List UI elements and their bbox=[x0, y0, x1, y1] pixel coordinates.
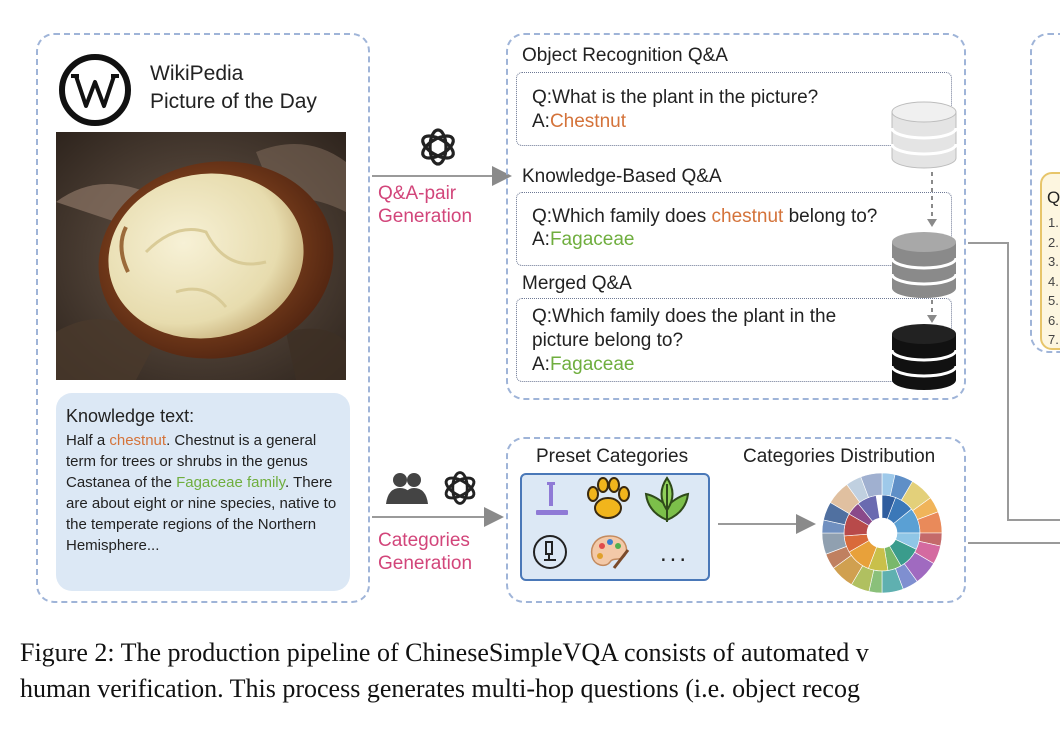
categories-generation-label-line1: Categories bbox=[378, 530, 470, 551]
knowledge-heading: Knowledge text: bbox=[66, 406, 195, 426]
merged-qa-box bbox=[516, 298, 952, 382]
database-icons bbox=[890, 101, 958, 390]
object-qa-title: Object Recognition Q&A bbox=[522, 45, 728, 66]
knowledge-text: Half a chestnut. Chestnut is a general t… bbox=[66, 432, 337, 554]
more-categories-ellipsis: ... bbox=[660, 540, 690, 567]
knowledge-highlight-chestnut: chestnut bbox=[109, 432, 167, 449]
wiki-title-line1: WikiPedia bbox=[150, 62, 244, 85]
object-qa-question: Q:What is the plant in the picture? bbox=[532, 87, 819, 108]
knowledge-highlight-fagaceae: Fagaceae family bbox=[176, 474, 286, 491]
merged-qa-question-line1: Q:Which family does the plant in the bbox=[532, 306, 837, 327]
list-item: 5. bbox=[1048, 293, 1059, 308]
palette-icon bbox=[590, 535, 630, 569]
chestnut-photo bbox=[56, 132, 346, 380]
categories-panel bbox=[506, 437, 966, 603]
list-item: 3. bbox=[1048, 254, 1059, 269]
categories-distribution-chart bbox=[821, 472, 943, 594]
preset-categories-title: Preset Categories bbox=[536, 446, 689, 467]
knowledge-qa-question: Q:Which family does chestnut belong to? bbox=[532, 206, 878, 227]
list-item: 2. bbox=[1048, 234, 1059, 250]
list-item: 7. bbox=[1048, 332, 1059, 347]
merged-qa-question-line2: picture belong to? bbox=[532, 330, 684, 351]
donut-segments bbox=[821, 472, 943, 594]
object-qa-box bbox=[516, 72, 952, 146]
verification-list: 1. 2. 3. 4. 5. 6. 7. bbox=[1048, 213, 1059, 350]
categories-distribution-title: Categories Distribution bbox=[743, 446, 936, 467]
knowledge-card bbox=[56, 393, 350, 591]
lab-stand-icon bbox=[536, 482, 568, 515]
leaf-icon bbox=[644, 476, 690, 522]
knowledge-qa-box bbox=[516, 192, 952, 266]
list-item: 4. bbox=[1048, 273, 1059, 289]
knowledge-qa-title: Knowledge-Based Q&A bbox=[522, 166, 722, 187]
flow-arrows bbox=[372, 166, 1060, 544]
paw-icon bbox=[587, 477, 630, 519]
knowledge-qa-answer: A:Fagaceae bbox=[532, 229, 635, 250]
donut-segment bbox=[860, 472, 883, 498]
openai-icon-categories bbox=[444, 471, 476, 505]
qa-generation-label-line1: Q&A-pair bbox=[378, 183, 457, 204]
microscope-icon bbox=[533, 535, 567, 569]
wiki-title-line2: Picture of the Day bbox=[150, 90, 317, 113]
qa-generation-label-line2: Generation bbox=[378, 206, 473, 227]
figure-caption-line2: human verification. This process generat… bbox=[20, 674, 860, 703]
qa-panel bbox=[506, 33, 966, 400]
merged-qa-answer: A:Fagaceae bbox=[532, 354, 635, 375]
object-qa-answer: A:Chestnut bbox=[532, 111, 626, 132]
verification-panel bbox=[1030, 33, 1060, 353]
list-item: 1. bbox=[1048, 215, 1059, 230]
verification-list-letter: Q bbox=[1047, 188, 1060, 207]
openai-icon bbox=[421, 128, 455, 166]
wikipedia-logo bbox=[59, 54, 131, 126]
source-panel bbox=[36, 33, 370, 603]
users-icon bbox=[386, 473, 428, 504]
categories-generation-label-line2: Generation bbox=[378, 553, 473, 574]
verification-card bbox=[1040, 172, 1060, 350]
figure-caption-line1: Figure 2: The production pipeline of Chi… bbox=[20, 638, 869, 667]
merged-qa-title: Merged Q&A bbox=[522, 273, 632, 294]
list-item: 6. bbox=[1048, 312, 1059, 328]
